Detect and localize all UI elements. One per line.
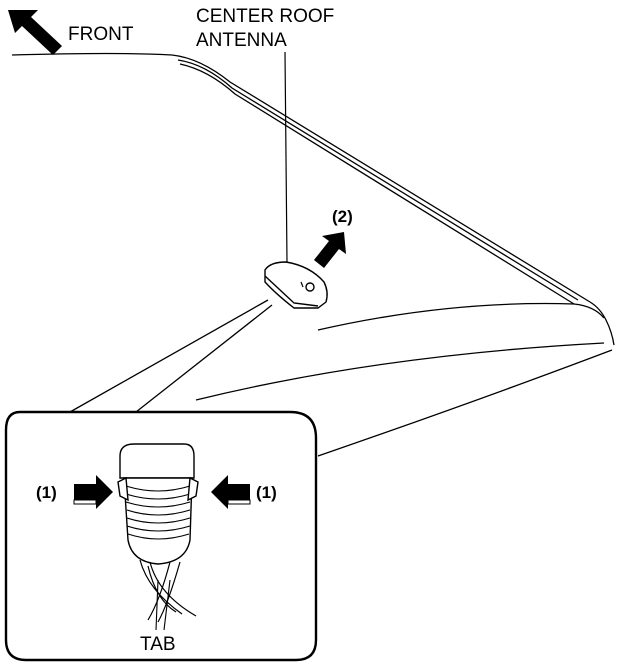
removal-direction-arrow-icon [314,232,346,268]
antenna-label-line2: ANTENNA [196,30,287,51]
step-2-label: (2) [332,207,353,226]
tab-leader-line-left [155,579,159,631]
tab-leader-line-right [163,579,171,631]
callout-line-right [135,304,273,413]
antenna-leader-line [284,51,288,264]
front-label: FRONT [68,24,134,45]
step-1-label-right: (1) [256,483,277,502]
roof-outline [11,52,615,457]
push-arrow-right-icon [211,475,251,509]
tab-label: TAB [140,634,176,655]
antenna-body [264,261,328,309]
connector-detail [117,443,199,623]
callout-line-left [69,299,269,413]
push-arrow-left-icon [73,475,113,509]
front-arrow-icon [8,10,62,55]
antenna-label-line1: CENTER ROOF [196,6,334,27]
step-1-label-left: (1) [36,483,57,502]
